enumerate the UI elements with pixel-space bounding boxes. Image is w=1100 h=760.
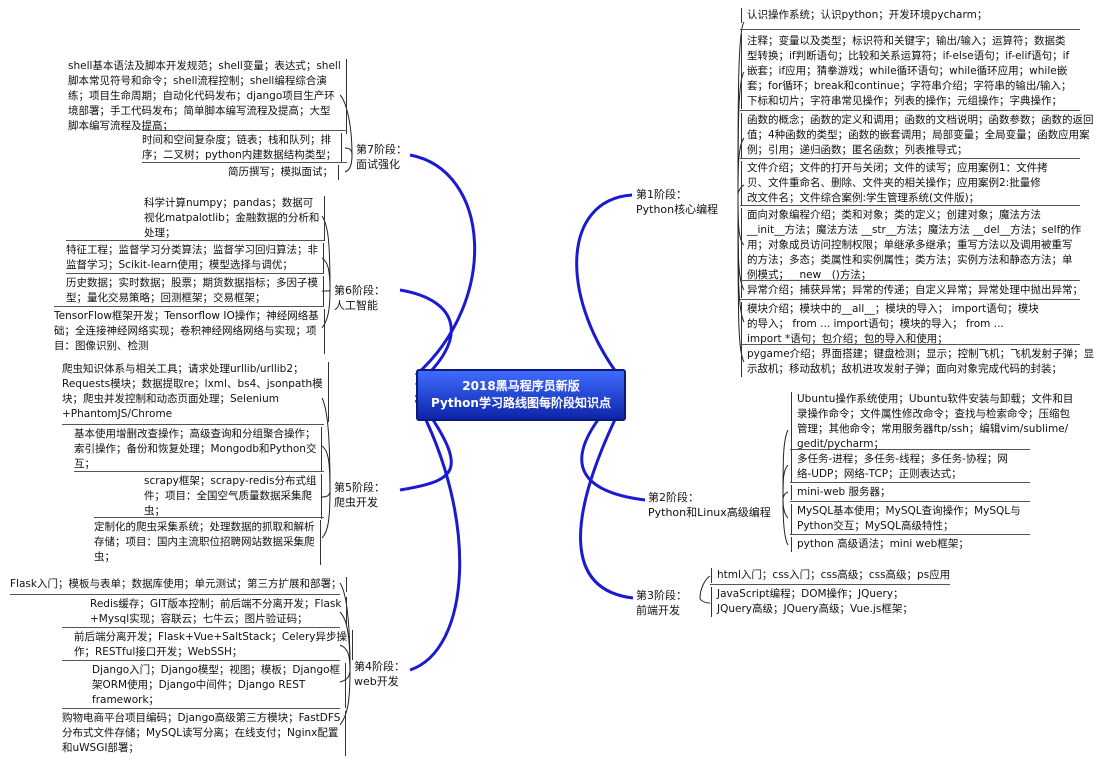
- stage-7-label: 第7阶段： 面试强化: [356, 142, 407, 172]
- divider: [740, 29, 1080, 30]
- divider: [142, 162, 347, 163]
- divider: [62, 708, 340, 709]
- stage-4-topic: 购物电商平台项目编码；Django高级第三方模块；FastDFS 分布式文件存储…: [62, 711, 347, 756]
- stage-6-topic: TensorFlow框架开发；Tensorflow IO操作；神经网络基 础；全…: [54, 309, 325, 354]
- divider: [740, 299, 1080, 300]
- stage-2-label: 第2阶段： Python和Linux高级编程: [648, 490, 771, 520]
- stage-4-topic: Django入门；Django模型；视图；模板；Django框 架ORM使用；D…: [92, 663, 347, 708]
- stage-7-topic: 简历撰写；模拟面试；: [228, 165, 339, 180]
- stage-7-topic: shell基本语法及脚本开发规范；shell变量；表达式；shell 脚本常见符…: [68, 59, 347, 134]
- stage-3-topic: html入门；css入门；css高级；css高级；ps应用: [711, 568, 950, 583]
- stage-2-topic: python 高级语法；mini web框架；: [791, 537, 969, 552]
- central-topic: 2018黑马程序员新版 Python学习路线图每阶段知识点: [416, 369, 626, 421]
- stage-1-topic: 认识操作系统；认识python；开发环境pycharm；: [741, 8, 987, 23]
- stage-5-topic: 定制化的爬虫采集系统；处理数据的抓取和解析 存储；项目：国内主流职位招聘网站数据…: [94, 520, 321, 565]
- stage-4-topic: Redis缓存；GIT版本控制；前后端不分离开发；Flask +Mysql实现；…: [90, 597, 348, 627]
- stage-1-topic: 面向对象编程介绍；类和对象；类的定义；创建对象；魔法方法 __init__方法；…: [741, 208, 1081, 283]
- stage-1-topic: 注释；变量以及类型；标识符和关键字；输出/输入；运算符；数据类 型转换；if判断…: [741, 34, 1071, 109]
- divider: [94, 517, 324, 518]
- stage-4-topic: 前后端分离开发；Flask+Vue+SaltStack；Celery异步操 作；…: [74, 630, 354, 660]
- stage-1-topic: 函数的概念；函数的定义和调用；函数的文档说明；函数参数；函数的返回 值；4种函数…: [741, 113, 1094, 158]
- divider: [74, 471, 324, 472]
- divider: [790, 534, 1030, 535]
- divider: [66, 273, 324, 274]
- divider: [740, 280, 1080, 281]
- stage-2-topic: mini-web 服务器；: [791, 485, 891, 500]
- stage-2-topic: Ubuntu操作系统使用；Ubuntu软件安装与卸载；文件和目 录操作命令；文件…: [791, 392, 1073, 452]
- stage-5-topic: 爬虫知识体系与相关工具；请求处理urllib/urllib2； Requests…: [62, 362, 329, 422]
- stage-6-topic: 科学计算numpy；pandas；数据可 视化matpalotlib；金融数据的…: [144, 196, 326, 241]
- stage-5-label: 第5阶段： 爬虫开发: [334, 480, 385, 510]
- stage-5-topic: scrapy框架；scrapy-redis分布式组 件；项目：全国空气质量数据采…: [144, 474, 323, 519]
- divider: [10, 594, 340, 595]
- stage-3-label: 第3阶段： 前端开发: [636, 588, 687, 618]
- divider: [62, 424, 324, 425]
- divider: [790, 482, 1030, 483]
- divider: [790, 501, 1030, 502]
- divider: [66, 240, 324, 241]
- divider: [54, 306, 324, 307]
- stage-1-topic: 模块介绍；模块中的__all__；模块的导入； import语句；模块 的导入；…: [741, 302, 1039, 347]
- divider: [142, 130, 347, 131]
- stage-6-label: 第6阶段： 人工智能: [334, 283, 385, 313]
- stage-6-topic: 历史数据；实时数据；股票；期货数据指标；多因子模 型；量化交易策略；回测框架；交…: [66, 276, 324, 306]
- stage-1-topic: 异常介绍；捕获异常；异常的传递；自定义异常；异常处理中抛出异常；: [741, 283, 1083, 298]
- stage-1-topic: pygame介绍；界面搭建；键盘检测；显示；控制飞机；飞机发射子弹；显 示敌机；…: [741, 347, 1094, 377]
- divider: [740, 158, 1080, 159]
- stage-6-topic: 特征工程；监督学习分类算法；监督学习回归算法；非 监督学习；Scikit-lea…: [66, 243, 324, 273]
- divider: [740, 205, 1080, 206]
- stage-2-topic: 多任务-进程；多任务-线程；多任务-协程；网 络-UDP；网络-TCP；正则表达…: [791, 452, 1008, 482]
- divider: [790, 449, 1030, 450]
- stage-1-label: 第1阶段： Python核心编程: [636, 187, 719, 217]
- divider: [740, 344, 1080, 345]
- divider: [710, 584, 950, 585]
- divider: [62, 627, 340, 628]
- stage-4-label: 第4阶段： web开发: [354, 659, 405, 689]
- central-topic-line2: Python学习路线图每阶段知识点: [431, 396, 611, 410]
- stage-1-topic: 文件介绍；文件的打开与关闭；文件的读写；应用案例1：文件拷 贝、文件重命名、删除…: [741, 161, 1048, 206]
- stage-7-topic: 时间和空间复杂度；链表；栈和队列；排 序；二叉树；python内建数据结构类型；: [142, 133, 343, 163]
- divider: [740, 110, 1080, 111]
- stage-3-topic: JavaScript编程；DOM操作；JQuery； JQuery高级；JQue…: [711, 587, 913, 617]
- central-topic-line1: 2018黑马程序员新版: [462, 379, 580, 393]
- stage-5-topic: 基本使用增删改查操作；高级查询和分组聚合操作； 索引操作；备份和恢复处理；Mon…: [74, 427, 323, 472]
- stage-4-topic: Flask入门；模板与表单；数据库使用；单元测试；第三方扩展和部署；: [10, 577, 348, 592]
- divider: [62, 660, 340, 661]
- stage-2-topic: MySQL基本使用；MySQL查询操作；MySQL与 Python交互；MySQ…: [791, 504, 1021, 534]
